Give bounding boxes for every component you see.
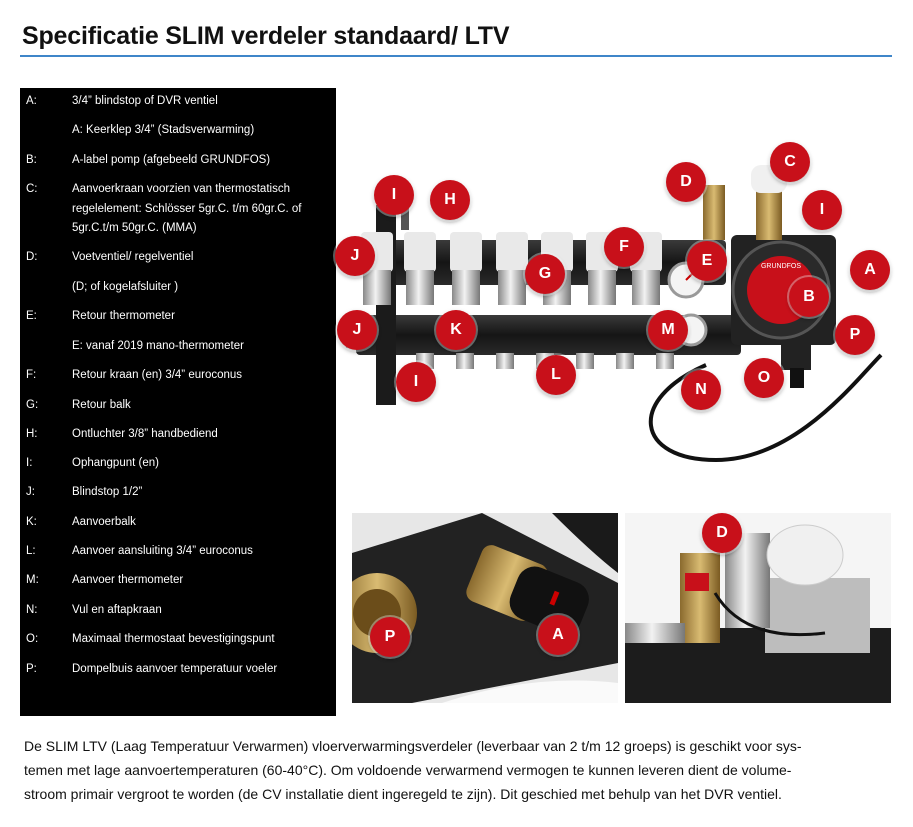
callout-label: P (835, 315, 875, 355)
description-paragraph: De SLIM LTV (Laag Temperatuur Verwarmen)… (24, 734, 886, 806)
dvr-detail-illustration (352, 513, 618, 703)
callout-label: P (370, 617, 410, 657)
callout-label: I (396, 362, 436, 402)
page-title: Specificatie SLIM verdeler standaard/ LT… (22, 22, 510, 50)
callout-label: E (687, 241, 727, 281)
callout-label: F (604, 227, 644, 267)
paragraph-line: De SLIM LTV (Laag Temperatuur Verwarmen)… (24, 738, 802, 754)
callout-label: J (337, 310, 377, 350)
callout-label: B (789, 277, 829, 317)
callout-label: I (802, 190, 842, 230)
detail-photo-valve (625, 513, 891, 703)
callout-label: H (430, 180, 470, 220)
valve-detail-illustration (625, 513, 891, 703)
legend-panel: A:3/4” blindstop of DVR ventiel A: Keerk… (20, 88, 336, 716)
detail-photo-dvr (352, 513, 618, 703)
callout-label: I (374, 175, 414, 215)
callout-label: A (850, 250, 890, 290)
pump-brand: GRUNDFOS (761, 263, 801, 270)
paragraph-line: temen met lage aanvoertemperaturen (60-4… (24, 762, 792, 778)
callout-label: G (525, 254, 565, 294)
callout-label: C (770, 142, 810, 182)
paragraph-line: stroom primair vergroot te worden (de CV… (24, 786, 782, 802)
callout-label: D (702, 513, 742, 553)
title-divider (20, 55, 892, 57)
callout-label: A (538, 615, 578, 655)
callout-label: L (536, 355, 576, 395)
callout-label: D (666, 162, 706, 202)
callout-label: M (648, 310, 688, 350)
callout-label: N (681, 370, 721, 410)
callout-label: O (744, 358, 784, 398)
callout-label: K (436, 310, 476, 350)
callout-label: J (335, 236, 375, 276)
